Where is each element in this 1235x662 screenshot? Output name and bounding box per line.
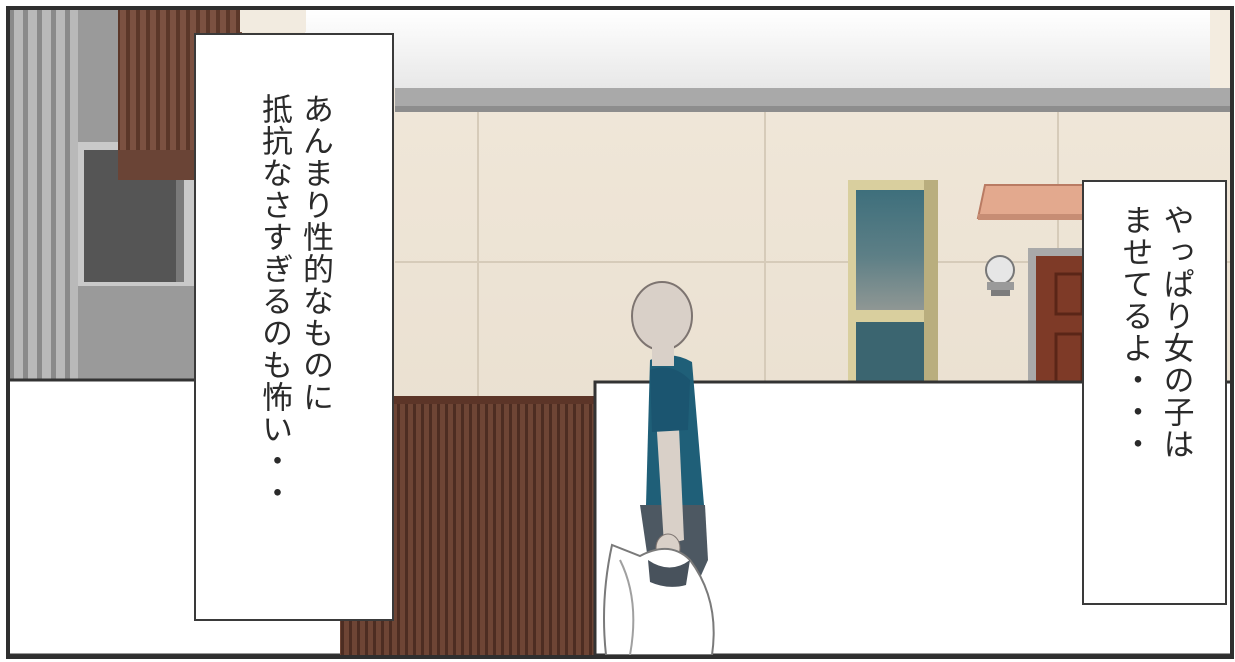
panel-frame	[6, 6, 1234, 659]
caption-right-line-2: ませてるよ・・・	[1116, 204, 1153, 460]
caption-left-line-2: 抵抗なさすぎるのも怖い・・	[256, 93, 292, 509]
awning	[976, 184, 1086, 219]
caption-right-line-1: やっぱり女の子は	[1157, 204, 1194, 460]
eave-beam	[395, 88, 1232, 110]
caption-left-line-1: あんまり性的なものに	[297, 93, 333, 413]
walking-man-figure	[603, 281, 715, 656]
upper-band	[305, 10, 1210, 88]
wall-lamp	[985, 255, 1015, 285]
caption-box-left: あんまり性的なものに 抵抗なさすぎるのも怖い・・	[194, 33, 394, 621]
caption-box-right: やっぱり女の子は ませてるよ・・・	[1082, 180, 1227, 605]
